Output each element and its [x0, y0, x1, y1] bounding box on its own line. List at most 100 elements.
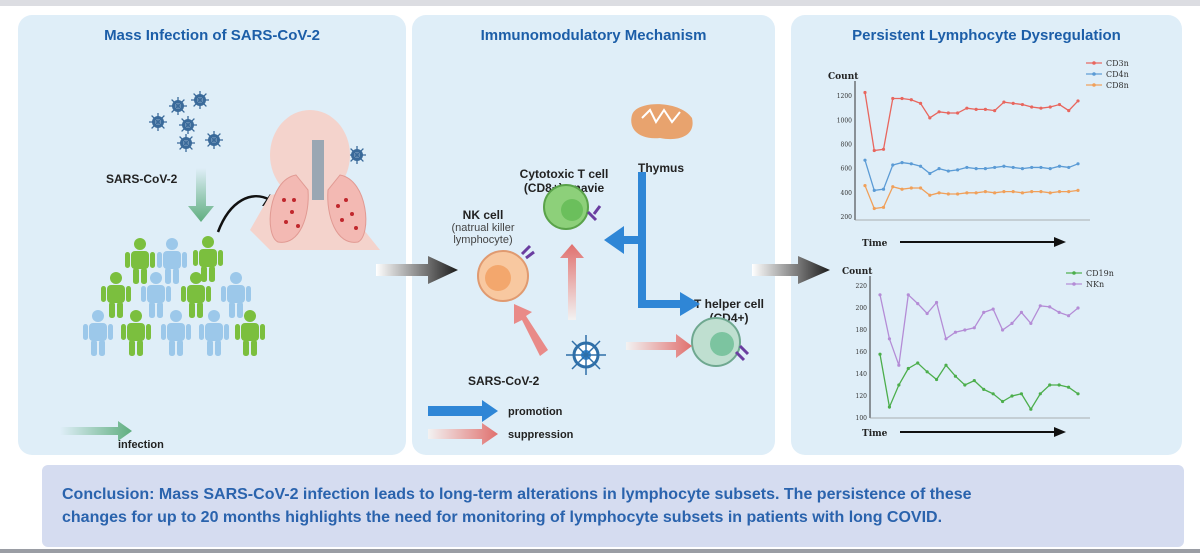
conclusion-line-1: Conclusion: Mass SARS-CoV-2 infection le… — [62, 486, 972, 503]
data-point — [1057, 164, 1062, 168]
data-point — [991, 392, 995, 396]
data-point — [872, 206, 876, 211]
data-point — [925, 311, 929, 316]
chart2-ylabel: Count — [842, 267, 873, 277]
data-point — [928, 171, 932, 176]
mechanism-virus-label: SARS-CoV-2 — [468, 374, 540, 388]
data-point — [900, 160, 904, 165]
data-point — [963, 328, 967, 332]
data-point — [937, 167, 941, 171]
data-point — [974, 107, 978, 111]
sars-cov-2-label: SARS-CoV-2 — [106, 172, 178, 186]
chart1-ylabel: Count — [828, 72, 859, 82]
data-point — [1067, 109, 1071, 113]
legend-label: CD3n — [1106, 59, 1129, 68]
data-point — [1029, 407, 1033, 411]
data-point — [891, 185, 895, 189]
suppression-legend-label: suppression — [508, 429, 574, 441]
data-point — [916, 302, 920, 306]
data-point — [934, 377, 939, 382]
data-point — [891, 163, 895, 167]
y-tick-label: 200 — [841, 214, 853, 221]
legend-label: NKn — [1086, 280, 1104, 289]
data-point — [993, 109, 997, 113]
cytotoxic-t-cell-icon — [543, 184, 602, 230]
data-point — [1011, 101, 1015, 105]
data-point — [965, 165, 969, 170]
chart2-time-arrow-head — [1054, 427, 1066, 437]
data-point — [881, 187, 886, 191]
data-point — [1076, 162, 1080, 166]
data-point — [1057, 102, 1062, 107]
data-point — [1010, 321, 1014, 325]
data-point — [1030, 190, 1034, 194]
data-point — [878, 352, 882, 356]
y-tick-label: 1000 — [837, 117, 852, 124]
data-point — [1029, 321, 1033, 325]
data-point — [983, 107, 987, 111]
chart1-time-arrow-head — [1054, 237, 1066, 247]
infection-down-arrow — [188, 168, 214, 222]
nk-subtitle-2: lymphocyte) — [453, 234, 513, 246]
data-point — [1048, 105, 1052, 109]
data-point — [946, 169, 950, 173]
y-tick-label: 180 — [856, 327, 868, 334]
data-point — [972, 326, 976, 330]
data-point — [1057, 383, 1061, 387]
data-point — [1076, 99, 1080, 103]
data-point — [944, 337, 948, 341]
data-point — [887, 405, 892, 409]
data-point — [1039, 106, 1043, 110]
y-tick-label: 120 — [856, 393, 868, 400]
infection-legend-label: infection — [118, 439, 164, 451]
data-point — [918, 186, 923, 190]
data-point — [863, 183, 867, 188]
data-point — [897, 383, 901, 387]
data-point — [1048, 305, 1052, 309]
legend-marker — [1092, 61, 1096, 65]
data-point — [1057, 310, 1061, 314]
data-point — [937, 110, 941, 114]
data-point — [881, 205, 886, 209]
data-point — [1076, 306, 1080, 310]
data-point — [1030, 165, 1034, 170]
lungs-icon — [250, 110, 380, 250]
data-point — [1076, 188, 1080, 192]
promotion-legend-label: promotion — [508, 406, 563, 418]
data-point — [956, 192, 960, 196]
data-point — [1000, 328, 1005, 332]
data-point — [863, 158, 867, 162]
data-point — [1048, 383, 1052, 387]
y-tick-label: 220 — [856, 283, 868, 290]
data-point — [1010, 394, 1014, 398]
data-point — [934, 300, 939, 305]
legend-marker — [1072, 282, 1076, 286]
transition-arrow-1 — [376, 256, 458, 284]
thymus-label: Thymus — [638, 161, 685, 175]
dysregulation-panel: Persistent Lymphocyte Dysregulation — [791, 15, 1182, 455]
panel-title-infection: Mass Infection of SARS-CoV-2 — [104, 27, 320, 44]
data-point — [956, 168, 960, 172]
nk-cell-label: NK cell (natrual killer lymphocyte) — [440, 208, 526, 246]
data-point — [900, 187, 904, 191]
data-point — [928, 193, 932, 197]
data-point — [1020, 191, 1025, 195]
series-line-NKn — [879, 293, 1079, 366]
conclusion-box: Conclusion: Mass SARS-CoV-2 infection le… — [42, 465, 1184, 547]
data-point — [1019, 392, 1024, 396]
data-point — [974, 167, 978, 171]
data-point — [928, 116, 932, 120]
bottom-divider — [0, 549, 1200, 553]
legend-label: CD19n — [1086, 269, 1114, 278]
data-point — [878, 293, 882, 297]
t-helper-label: T helper cell (CD4+) — [684, 297, 774, 325]
legend-label: CD8n — [1106, 81, 1129, 90]
data-point — [1039, 190, 1043, 194]
helper-title: T helper cell — [693, 297, 765, 311]
data-point — [1038, 392, 1042, 396]
t-helper-cell-icon — [691, 317, 750, 367]
data-point — [1066, 314, 1071, 318]
data-point — [1048, 191, 1052, 195]
